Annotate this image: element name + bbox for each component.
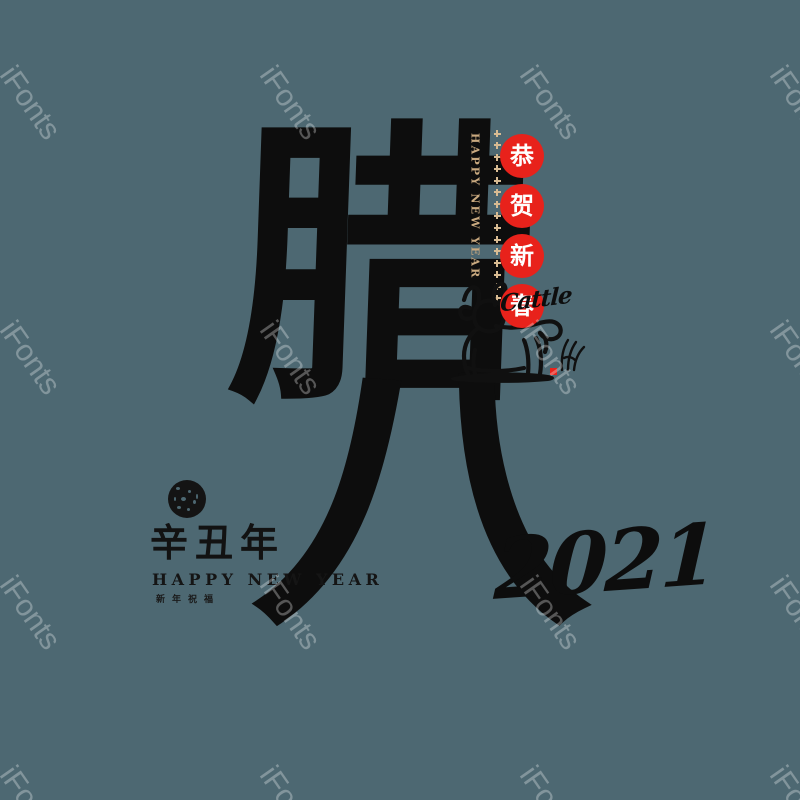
seal-gong: 恭: [500, 134, 544, 178]
zodiac-year-label: 辛丑年: [150, 520, 286, 565]
ox-illustration: [450, 281, 586, 383]
cross-dot-icon: [493, 153, 501, 161]
cross-dot-icon: [493, 271, 501, 279]
cross-dot-icon: [493, 130, 501, 137]
cross-dot-icon: [493, 165, 501, 173]
cross-dot-icon: [493, 236, 501, 244]
vertical-banner-text: HAPPY NEW YEAR: [468, 133, 482, 280]
vertical-happy-new-year: HAPPY NEW YEAR: [466, 133, 484, 293]
footer-happy-new-year: HAPPY NEW YEAR: [152, 570, 384, 589]
cross-dot-icon: [493, 188, 501, 196]
seal-he: 贺: [500, 184, 544, 228]
dotted-divider: [492, 130, 502, 302]
cross-dot-icon: [493, 141, 501, 149]
ground-shadow: [450, 372, 554, 383]
seal-chun: 春: [500, 284, 544, 328]
seal-xin: 新: [500, 234, 544, 278]
cross-dot-icon: [493, 177, 501, 185]
year-label: 2021: [492, 504, 718, 619]
cross-dot-icon: [493, 224, 501, 232]
cross-dot-icon: [493, 247, 501, 255]
cross-dot-icon: [493, 259, 501, 267]
footer-blessing: 新年祝福: [156, 595, 221, 605]
cross-dot-icon: [493, 212, 501, 220]
cross-dot-icon: [493, 294, 501, 302]
red-seal-stack: 恭 贺 新 春: [500, 134, 544, 328]
ink-stamp-icon: [168, 480, 206, 518]
red-accent-dot: [550, 368, 557, 375]
cross-dot-icon: [493, 200, 501, 208]
